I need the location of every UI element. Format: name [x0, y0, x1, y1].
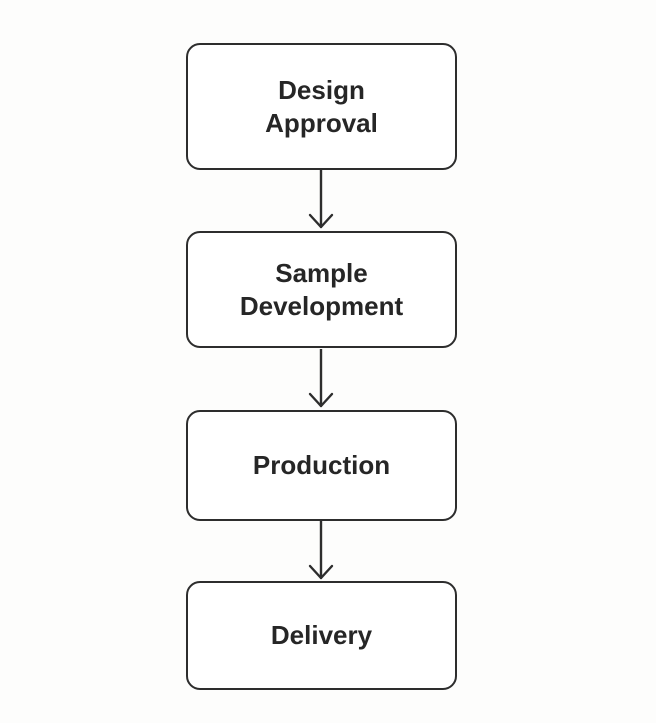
flow-node-delivery: Delivery	[186, 581, 457, 690]
node-label: Delivery	[270, 620, 373, 651]
flow-node-design-approval: Design Approval	[186, 43, 457, 170]
arrow-down-icon	[308, 521, 334, 580]
flow-edge-arrow	[305, 349, 337, 409]
node-label: Sample Development	[239, 258, 404, 321]
node-label: Design Approval	[265, 75, 378, 138]
flow-node-production: Production	[186, 410, 457, 521]
node-label: Production	[252, 450, 391, 481]
flow-node-sample-development: Sample Development	[186, 231, 457, 348]
arrow-down-icon	[308, 170, 334, 229]
flow-edge-arrow	[305, 170, 337, 230]
arrow-down-icon	[308, 349, 334, 408]
flow-edge-arrow	[305, 521, 337, 581]
